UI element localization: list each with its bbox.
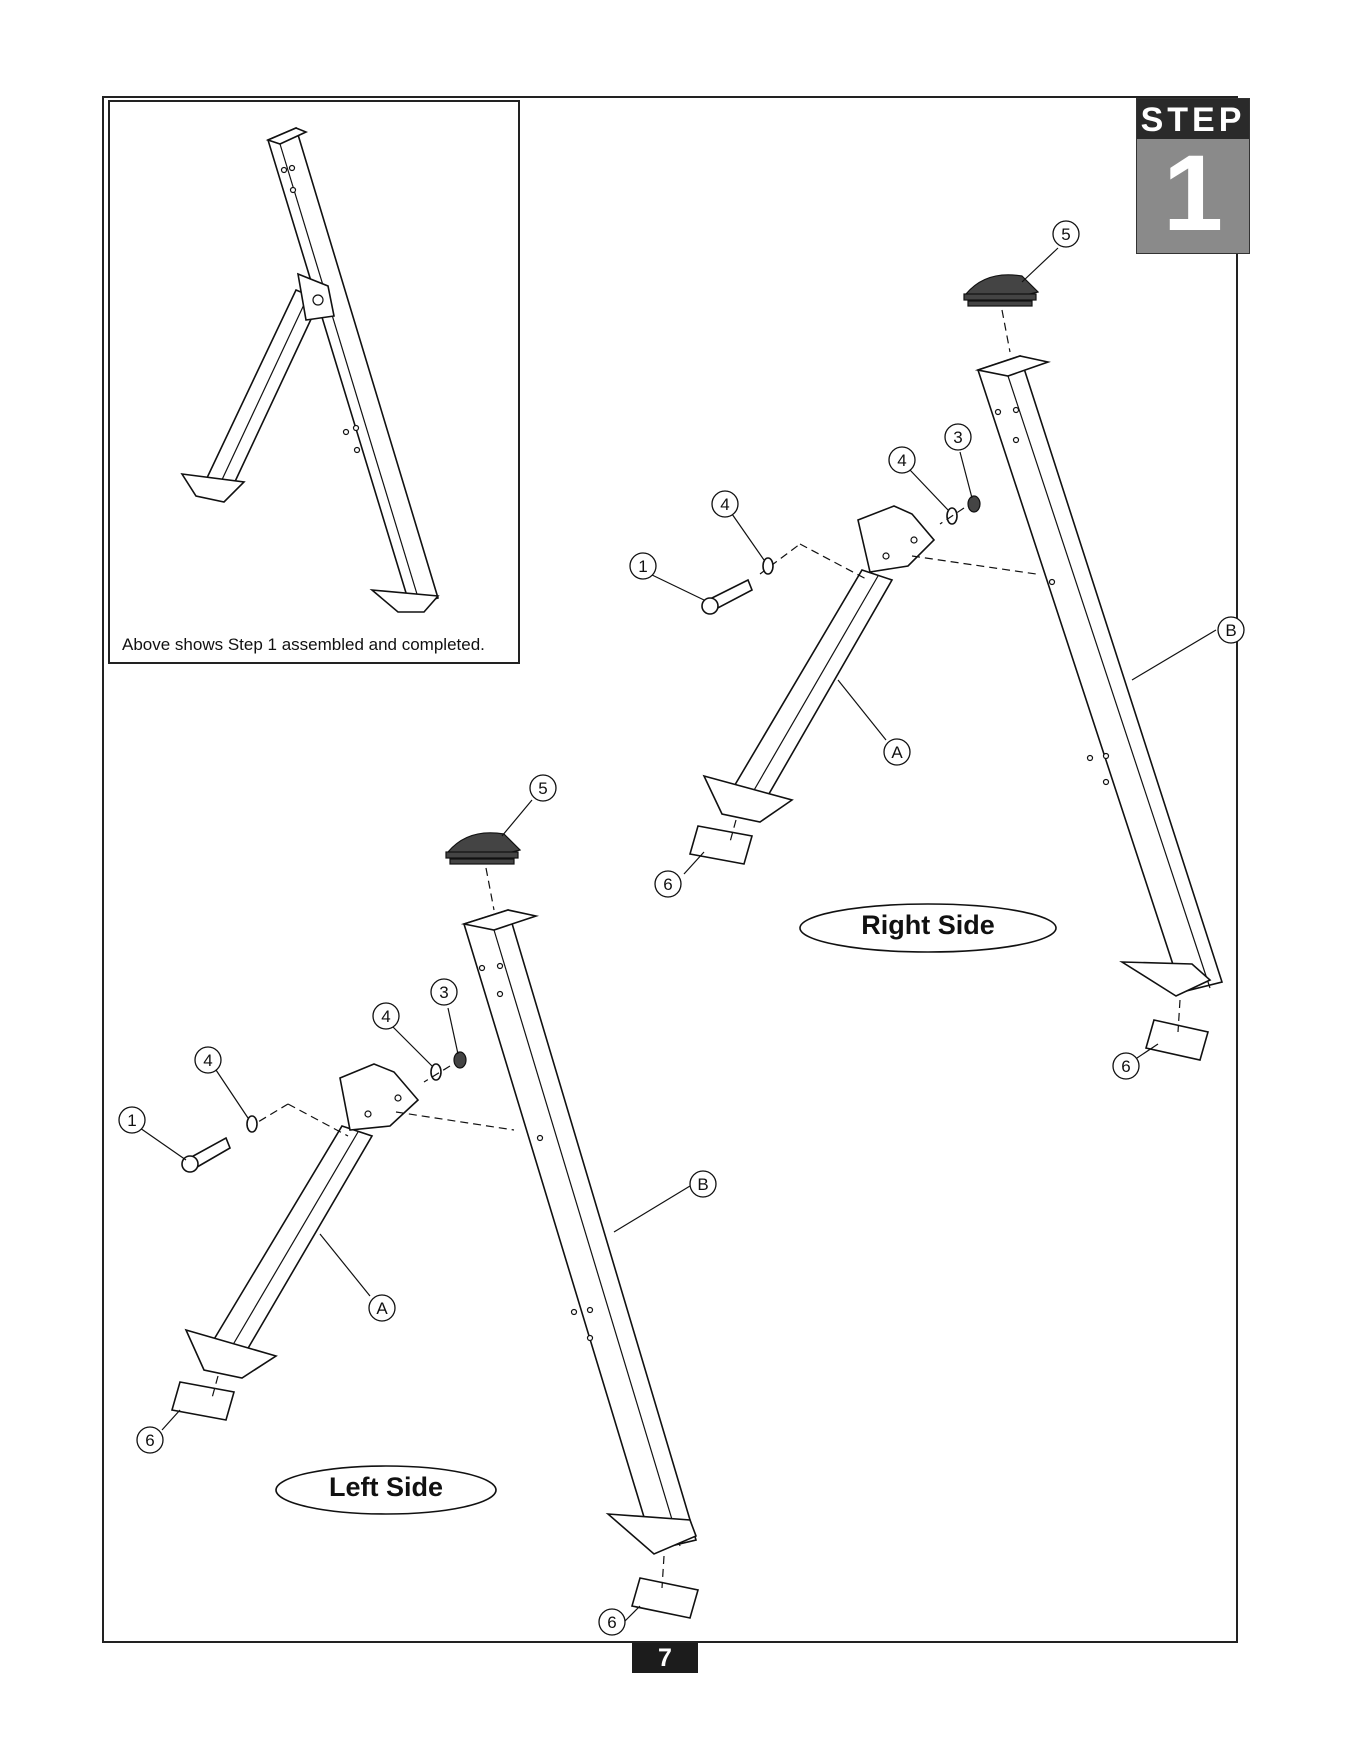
page-number: 7 — [632, 1643, 698, 1673]
svg-text:B: B — [1225, 621, 1236, 640]
right-side-label: Right Side — [820, 910, 1036, 941]
left-callout-4b: 4 — [373, 1003, 399, 1029]
svg-text:1: 1 — [127, 1111, 136, 1130]
svg-text:5: 5 — [1061, 225, 1070, 244]
right-side-assembly: 1 4 4 3 5 A B 6 6 — [630, 221, 1244, 1079]
left-callout-4a: 4 — [195, 1047, 221, 1073]
right-callout-3: 3 — [945, 424, 971, 450]
inset-caption: Above shows Step 1 assembled and complet… — [122, 635, 485, 655]
svg-text:6: 6 — [663, 875, 672, 894]
left-side-label: Left Side — [286, 1472, 486, 1503]
inset-assembled-leg — [182, 128, 438, 612]
right-callout-A: A — [884, 739, 910, 765]
right-callout-4a: 4 — [712, 491, 738, 517]
svg-text:A: A — [376, 1299, 388, 1318]
right-callout-5: 5 — [1053, 221, 1079, 247]
svg-text:4: 4 — [720, 495, 729, 514]
svg-text:6: 6 — [145, 1431, 154, 1450]
left-callout-6a: 6 — [137, 1427, 163, 1453]
svg-text:3: 3 — [439, 983, 448, 1002]
svg-text:4: 4 — [381, 1007, 390, 1026]
left-callout-B: B — [690, 1171, 716, 1197]
svg-text:1: 1 — [638, 557, 647, 576]
svg-text:5: 5 — [538, 779, 547, 798]
left-end-cap — [446, 833, 520, 864]
left-callout-A: A — [369, 1295, 395, 1321]
left-callout-3: 3 — [431, 979, 457, 1005]
right-callout-B: B — [1218, 617, 1244, 643]
svg-text:A: A — [891, 743, 903, 762]
svg-text:4: 4 — [203, 1051, 212, 1070]
left-callout-5: 5 — [530, 775, 556, 801]
right-callout-6a: 6 — [655, 871, 681, 897]
svg-text:3: 3 — [953, 428, 962, 447]
svg-text:4: 4 — [897, 451, 906, 470]
left-callout-1: 1 — [119, 1107, 145, 1133]
svg-text:6: 6 — [1121, 1057, 1130, 1076]
right-callout-4b: 4 — [889, 447, 915, 473]
left-callout-6b: 6 — [599, 1609, 625, 1635]
right-end-cap — [964, 275, 1038, 306]
right-callout-6b: 6 — [1113, 1053, 1139, 1079]
svg-text:B: B — [697, 1175, 708, 1194]
left-side-assembly: 1 4 4 3 5 A B 6 6 — [119, 775, 716, 1635]
svg-text:6: 6 — [607, 1613, 616, 1632]
right-callout-1: 1 — [630, 553, 656, 579]
